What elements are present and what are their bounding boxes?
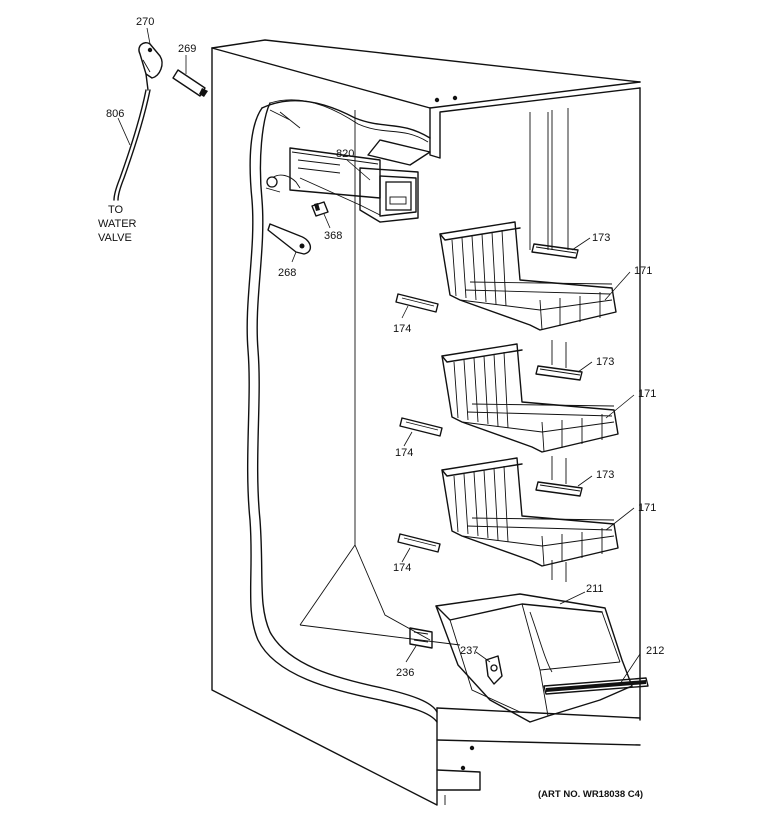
label-211: 211 bbox=[586, 583, 604, 595]
label-269: 269 bbox=[178, 43, 196, 55]
shelf-guides-173 bbox=[531, 243, 583, 582]
label-268: 268 bbox=[278, 267, 296, 279]
label-212: 212 bbox=[646, 645, 664, 657]
label-174-mid: 174 bbox=[395, 447, 413, 459]
ice-maker-assembly bbox=[265, 139, 431, 223]
part-236-bracket bbox=[409, 627, 433, 649]
leader-lines bbox=[117, 27, 641, 685]
label-174-low: 174 bbox=[393, 562, 411, 574]
part-labels: 270 269 806 TO WATER VALVE 820 368 268 1… bbox=[98, 16, 664, 679]
label-water: WATER bbox=[98, 218, 137, 230]
label-806: 806 bbox=[106, 108, 124, 120]
water-line-parts bbox=[113, 42, 208, 201]
label-to: TO bbox=[108, 204, 124, 216]
label-173-mid: 173 bbox=[596, 356, 614, 368]
label-270: 270 bbox=[136, 16, 154, 28]
label-171-mid: 171 bbox=[638, 388, 656, 400]
label-173-low: 173 bbox=[596, 469, 614, 481]
label-236: 236 bbox=[396, 667, 414, 679]
wire-baskets-171 bbox=[439, 221, 619, 567]
label-valve: VALVE bbox=[98, 232, 132, 244]
part-237-latch bbox=[485, 655, 503, 685]
freezer-cabinet bbox=[211, 39, 641, 806]
label-171-low: 171 bbox=[638, 502, 656, 514]
label-368: 368 bbox=[324, 230, 342, 242]
label-171-top: 171 bbox=[634, 265, 652, 277]
part-268-fill-cup bbox=[267, 223, 311, 255]
label-173-top: 173 bbox=[592, 232, 610, 244]
liner-cutaway-outline bbox=[246, 99, 438, 723]
label-237: 237 bbox=[460, 645, 478, 657]
art-number: (ART NO. WR18038 C4) bbox=[538, 789, 643, 800]
bottom-bin-211 bbox=[435, 593, 633, 723]
part-368-clip bbox=[311, 201, 329, 217]
label-820: 820 bbox=[336, 148, 354, 160]
shelf-guides-174 bbox=[395, 293, 443, 553]
label-174-top: 174 bbox=[393, 323, 411, 335]
